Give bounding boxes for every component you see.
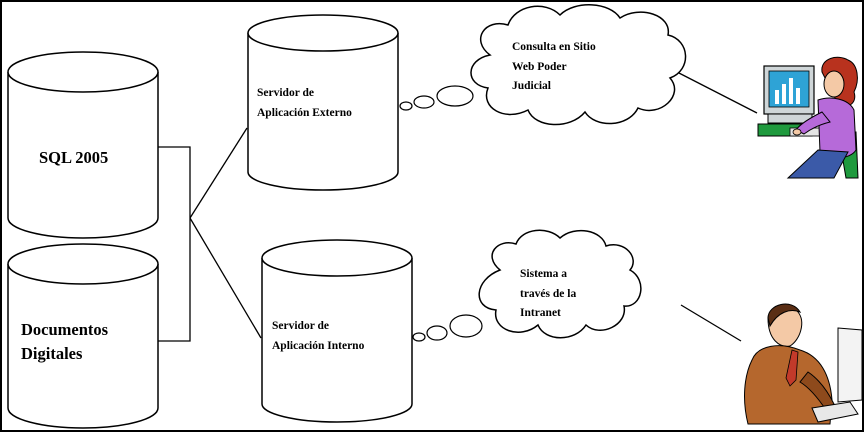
internal-server-label-line1: Servidor de bbox=[272, 320, 329, 332]
web-cloud-line1: Consulta en Sitio bbox=[512, 41, 596, 53]
documents-label-line1: Documentos bbox=[21, 320, 109, 339]
documents-database-cylinder: Documentos Digitales bbox=[7, 243, 159, 429]
database-bracket-line bbox=[157, 146, 191, 342]
woman-at-computer-icon bbox=[757, 56, 859, 179]
external-server-label-line2: Aplicación Externo bbox=[257, 107, 352, 119]
intranet-thought-bubbles bbox=[412, 314, 483, 342]
external-server-label-line1: Servidor de bbox=[257, 87, 314, 99]
web-consultation-cloud: Consulta en Sitio Web Poder Judicial bbox=[470, 4, 687, 126]
sql-database-label: SQL 2005 bbox=[39, 148, 108, 167]
internal-server-label-line2: Aplicación Interno bbox=[272, 340, 365, 352]
web-cloud-line2: Web Poder bbox=[512, 61, 567, 73]
web-thought-bubbles bbox=[399, 85, 474, 111]
internal-server-cylinder: Servidor de Aplicación Interno bbox=[261, 239, 413, 423]
sql-database-cylinder: SQL 2005 bbox=[7, 51, 159, 239]
man-at-computer-icon bbox=[744, 303, 863, 425]
intranet-cloud-line1: Sistema a bbox=[520, 268, 567, 280]
documents-label-line2: Digitales bbox=[21, 344, 83, 363]
intranet-cloud-line2: través de la bbox=[520, 288, 576, 300]
web-cloud-line3: Judicial bbox=[512, 80, 551, 92]
line-to-bottom-user bbox=[680, 304, 742, 342]
intranet-cloud: Sistema a través de la Intranet bbox=[478, 229, 642, 339]
external-server-cylinder: Servidor de Aplicación Externo bbox=[247, 14, 399, 191]
connector-lines bbox=[157, 71, 758, 342]
line-to-top-user bbox=[676, 71, 758, 114]
intranet-cloud-line3: Intranet bbox=[520, 307, 561, 319]
line-to-external-server bbox=[189, 127, 248, 219]
line-to-internal-server bbox=[189, 217, 262, 339]
